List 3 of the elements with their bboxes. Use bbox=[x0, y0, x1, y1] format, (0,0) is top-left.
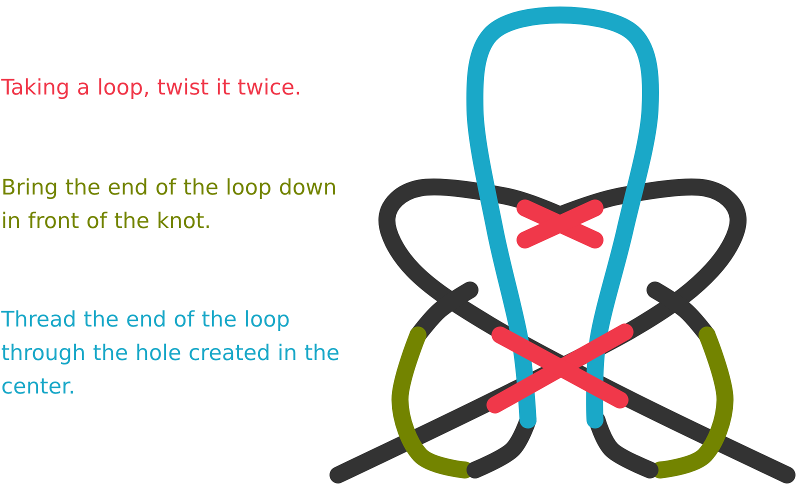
instruction-text: Taking a loop, twist it twice. bbox=[1, 78, 300, 99]
instruction-text: Thread the end of the loop through the hole created in the center. bbox=[1, 310, 338, 394]
instruction-text: Bring the end of the loop down in front of the knot. bbox=[3, 178, 335, 228]
